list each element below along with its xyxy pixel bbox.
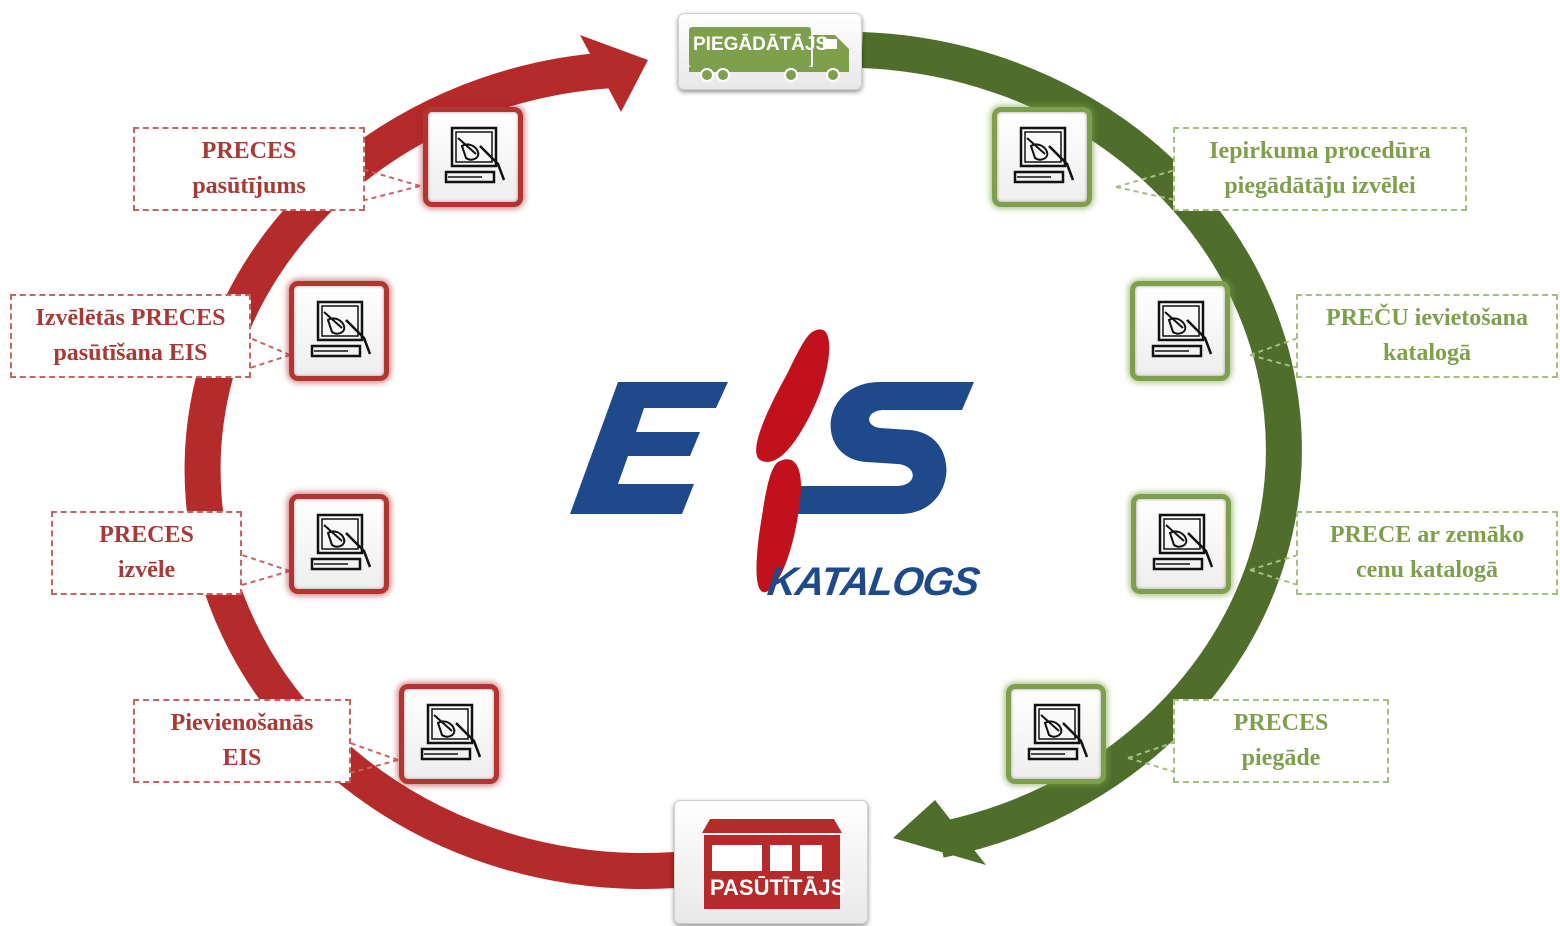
callout-text-line: Izvēlētās PRECES bbox=[35, 305, 226, 331]
storefront-icon bbox=[702, 819, 842, 909]
callout-text-line: Pievienošanās bbox=[170, 710, 314, 736]
green-step-callout-2: PREČU ievietošana katalogā bbox=[1296, 294, 1558, 378]
green-step-box-1 bbox=[992, 107, 1092, 207]
logo-letter-e bbox=[570, 382, 728, 514]
red-arrow-head bbox=[580, 35, 648, 112]
green-process-arc bbox=[861, 32, 1302, 858]
callout-text-line: PRECES bbox=[1233, 710, 1329, 736]
callout-text-line: pasūtījums bbox=[192, 173, 306, 199]
supplier-node: PIEGĀDĀTĀJS bbox=[678, 13, 862, 90]
customer-label: PASŪTĪTĀJS bbox=[710, 875, 846, 900]
red-process-arc bbox=[184, 52, 677, 890]
green-arrow-head bbox=[893, 800, 986, 865]
red-step-box-1 bbox=[399, 684, 499, 784]
red-step-callout-2: PRECES izvēle bbox=[51, 511, 242, 595]
computer-hand-icon bbox=[1152, 513, 1214, 571]
callout-text-line: Iepirkuma procedūra bbox=[1209, 138, 1431, 164]
red-step-callout-4: PRECES pasūtījums bbox=[133, 127, 365, 211]
green-step-callout-3: PRECE ar zemāko cenu katalogā bbox=[1296, 511, 1558, 595]
callout-text-line: PRECE ar zemāko bbox=[1329, 522, 1525, 548]
computer-hand-icon bbox=[420, 703, 482, 761]
callout-text-line: EIS bbox=[222, 745, 262, 771]
green-step-box-2 bbox=[1130, 281, 1230, 381]
red-step-box-4 bbox=[423, 107, 523, 207]
callout-text-line: piegāde bbox=[1241, 745, 1321, 771]
callout-text-line: katalogā bbox=[1382, 340, 1471, 366]
green-step-callout-1: Iepirkuma procedūra piegādātāju izvēlei bbox=[1173, 127, 1467, 211]
computer-hand-icon bbox=[1013, 126, 1075, 184]
callout-text-line: PRECES bbox=[99, 522, 194, 548]
logo-subtitle: KATALOGS bbox=[764, 560, 982, 604]
computer-hand-icon bbox=[1151, 300, 1213, 358]
computer-hand-icon bbox=[310, 300, 372, 358]
computer-hand-icon bbox=[310, 513, 372, 571]
callout-text-line: PREČU ievietošana bbox=[1326, 305, 1528, 331]
callout-text-line: izvēle bbox=[117, 557, 176, 583]
green-step-box-4 bbox=[1006, 684, 1106, 784]
logo-letter-s bbox=[786, 382, 974, 514]
truck-icon bbox=[689, 27, 849, 82]
red-step-box-3 bbox=[289, 281, 389, 381]
callout-text-line: piegādātāju izvēlei bbox=[1224, 173, 1416, 199]
logo-letter-i bbox=[756, 329, 830, 462]
green-step-box-3 bbox=[1131, 494, 1231, 594]
customer-node: PASŪTĪTĀJS bbox=[674, 800, 868, 924]
red-step-box-2 bbox=[289, 494, 389, 594]
eis-logo bbox=[530, 285, 1010, 645]
supplier-label: PIEGĀDĀTĀJS bbox=[693, 34, 829, 55]
callout-connectors bbox=[241, 169, 1299, 774]
callout-text-line: pasūtīšana EIS bbox=[53, 340, 208, 366]
computer-hand-icon bbox=[1027, 703, 1089, 761]
callout-text-line: cenu katalogā bbox=[1355, 557, 1498, 583]
callout-text-line: PRECES bbox=[201, 138, 297, 164]
computer-hand-icon bbox=[444, 126, 506, 184]
red-step-callout-3: Izvēlētās PRECES pasūtīšana EIS bbox=[10, 294, 251, 378]
green-step-callout-4: PRECES piegāde bbox=[1173, 699, 1389, 783]
